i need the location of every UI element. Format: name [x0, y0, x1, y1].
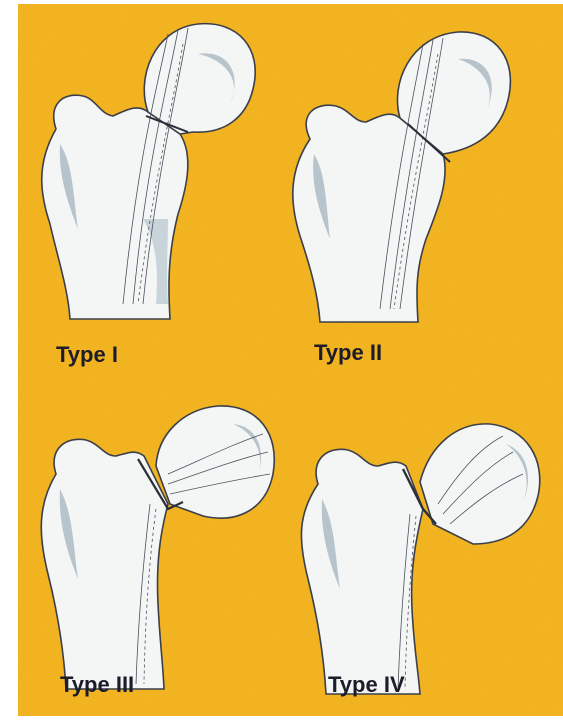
type-2-label: Type II — [314, 340, 382, 366]
type-4-label: Type IV — [328, 672, 405, 698]
type-3-label: Type III — [60, 672, 134, 698]
type-1-label: Type I — [56, 342, 118, 368]
figure-panel: Type I Type II Type III Type IV — [18, 4, 563, 716]
